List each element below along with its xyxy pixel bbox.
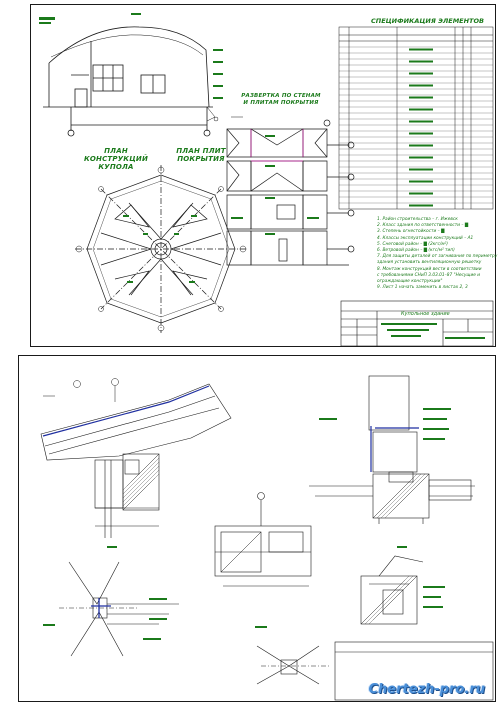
note-line: 3. Степень огнестойкости – ▇ xyxy=(377,229,445,235)
sheet-1-graphics xyxy=(39,13,494,347)
node-eave-hatching xyxy=(360,575,418,625)
hatch-line xyxy=(424,473,430,479)
note-line: 9. Лист 1 начать заменить в листах 2, 3 xyxy=(377,285,468,291)
facade-green-labels xyxy=(39,13,223,99)
drawing-sheet-1: ПЛАН КОНСТРУКЦИЙ КУПОЛА ПЛАН ПЛИТ ПОКРЫТ… xyxy=(30,4,497,347)
hatch-line xyxy=(256,531,262,537)
hatch-line xyxy=(122,457,160,495)
node-roof-junction xyxy=(40,383,232,538)
note-line: ограждающие конструкции" xyxy=(377,279,443,285)
sheet-2-graphics xyxy=(40,375,494,701)
spec-row-mark xyxy=(409,192,433,195)
spec-row-mark xyxy=(409,48,433,51)
note-line: 6. Ветровой район – ▇ (кгс/м² тип) xyxy=(377,248,455,254)
drawing-sheet-2: Chertezh-pro.ru xyxy=(18,355,496,702)
dome-plan-axes xyxy=(75,166,247,332)
hatch-line xyxy=(372,473,418,519)
node-eave-green xyxy=(397,546,445,608)
unfold-green-labels xyxy=(231,135,319,235)
title-block-1 xyxy=(340,300,494,347)
spec-row-mark xyxy=(409,72,433,75)
facade-details xyxy=(206,106,243,122)
hatch-line xyxy=(360,575,410,625)
hatch-line xyxy=(122,473,160,511)
spec-row-mark xyxy=(409,132,433,135)
node-joint-blue xyxy=(91,598,111,618)
node-roof-blue-line xyxy=(42,385,210,437)
spec-row-mark xyxy=(409,204,433,207)
node-foundation xyxy=(309,375,475,524)
node-ridge-green xyxy=(255,626,267,628)
spec-row-mark xyxy=(409,144,433,147)
note-line: 8. Монтаж конструкций вести в соответств… xyxy=(377,266,482,272)
note-line: 2. Класс здания по ответственности – ▇ xyxy=(377,223,469,229)
node-window xyxy=(214,492,312,587)
plan-roof-title: ПЛАН ПЛИТ ПОКРЫТИЯ xyxy=(176,147,226,163)
spec-row-mark xyxy=(409,96,433,99)
unfold-title: РАЗВЕРТКА ПО СТЕНАМ И ПЛИТАМ ПОКРЫТИЯ xyxy=(241,93,321,106)
spec-row-mark xyxy=(409,120,433,123)
spec-row-mark xyxy=(409,180,433,183)
note-line: 5. Снеговой район – ▇ (2кгс/м²) xyxy=(377,241,448,247)
hatch-line xyxy=(122,465,160,503)
specification-rows xyxy=(339,46,493,207)
note-line: 1. Район строительства – г. Ижевск xyxy=(377,217,458,222)
watermark: Chertezh-pro.ru xyxy=(368,682,485,697)
spec-row-mark xyxy=(409,156,433,159)
note-line: здания установить вентиляционную решетку xyxy=(377,260,482,266)
dome-plan xyxy=(75,165,247,333)
hatch-line xyxy=(122,469,160,507)
hatch-line xyxy=(154,453,160,459)
node-ridge xyxy=(256,645,329,685)
node-joint-section xyxy=(59,561,179,657)
spec-row-mark xyxy=(409,60,433,63)
facade-elevation xyxy=(43,26,213,137)
note-line: 4. Классы эксплуатации конструкций – А1 xyxy=(377,235,474,241)
plan-dome-title: ПЛАН КОНСТРУКЦИЙ КУПОЛА xyxy=(83,147,149,171)
hatch-line xyxy=(376,473,422,519)
hatch-line xyxy=(380,473,426,519)
node-joint-green xyxy=(43,546,167,640)
node-foundation-green xyxy=(319,408,451,440)
unfold-magenta-edges xyxy=(250,129,304,162)
title-block-2 xyxy=(334,641,494,701)
hatch-line xyxy=(364,575,414,625)
node-roof-hatching xyxy=(122,453,160,511)
note-line: 7. Для защиты деталей от загнивания по п… xyxy=(377,254,498,260)
specification-table xyxy=(338,26,494,210)
unfold-wall-panels xyxy=(226,119,355,266)
hatch-line xyxy=(412,575,418,581)
spec-row-mark xyxy=(409,108,433,111)
note-line: с требованиями СНиП 3.03.01–87 "Несущие … xyxy=(377,272,481,278)
hatch-line xyxy=(122,461,160,499)
spec-row-mark xyxy=(409,168,433,171)
node-window-hatching xyxy=(220,531,262,573)
specification-title: СПЕЦИФИКАЦИЯ ЭЛЕМЕНТОВ xyxy=(371,17,484,25)
node-foundation-hatching xyxy=(372,473,430,519)
node-eave xyxy=(360,555,424,625)
spec-row-mark xyxy=(409,84,433,87)
title-block-caption: Купольное здание xyxy=(401,311,450,317)
node-foundation-blue xyxy=(370,426,419,472)
node-roof-axis xyxy=(43,378,119,402)
dome-plan-green-marks xyxy=(123,215,197,283)
title-block-1-green xyxy=(381,323,485,339)
